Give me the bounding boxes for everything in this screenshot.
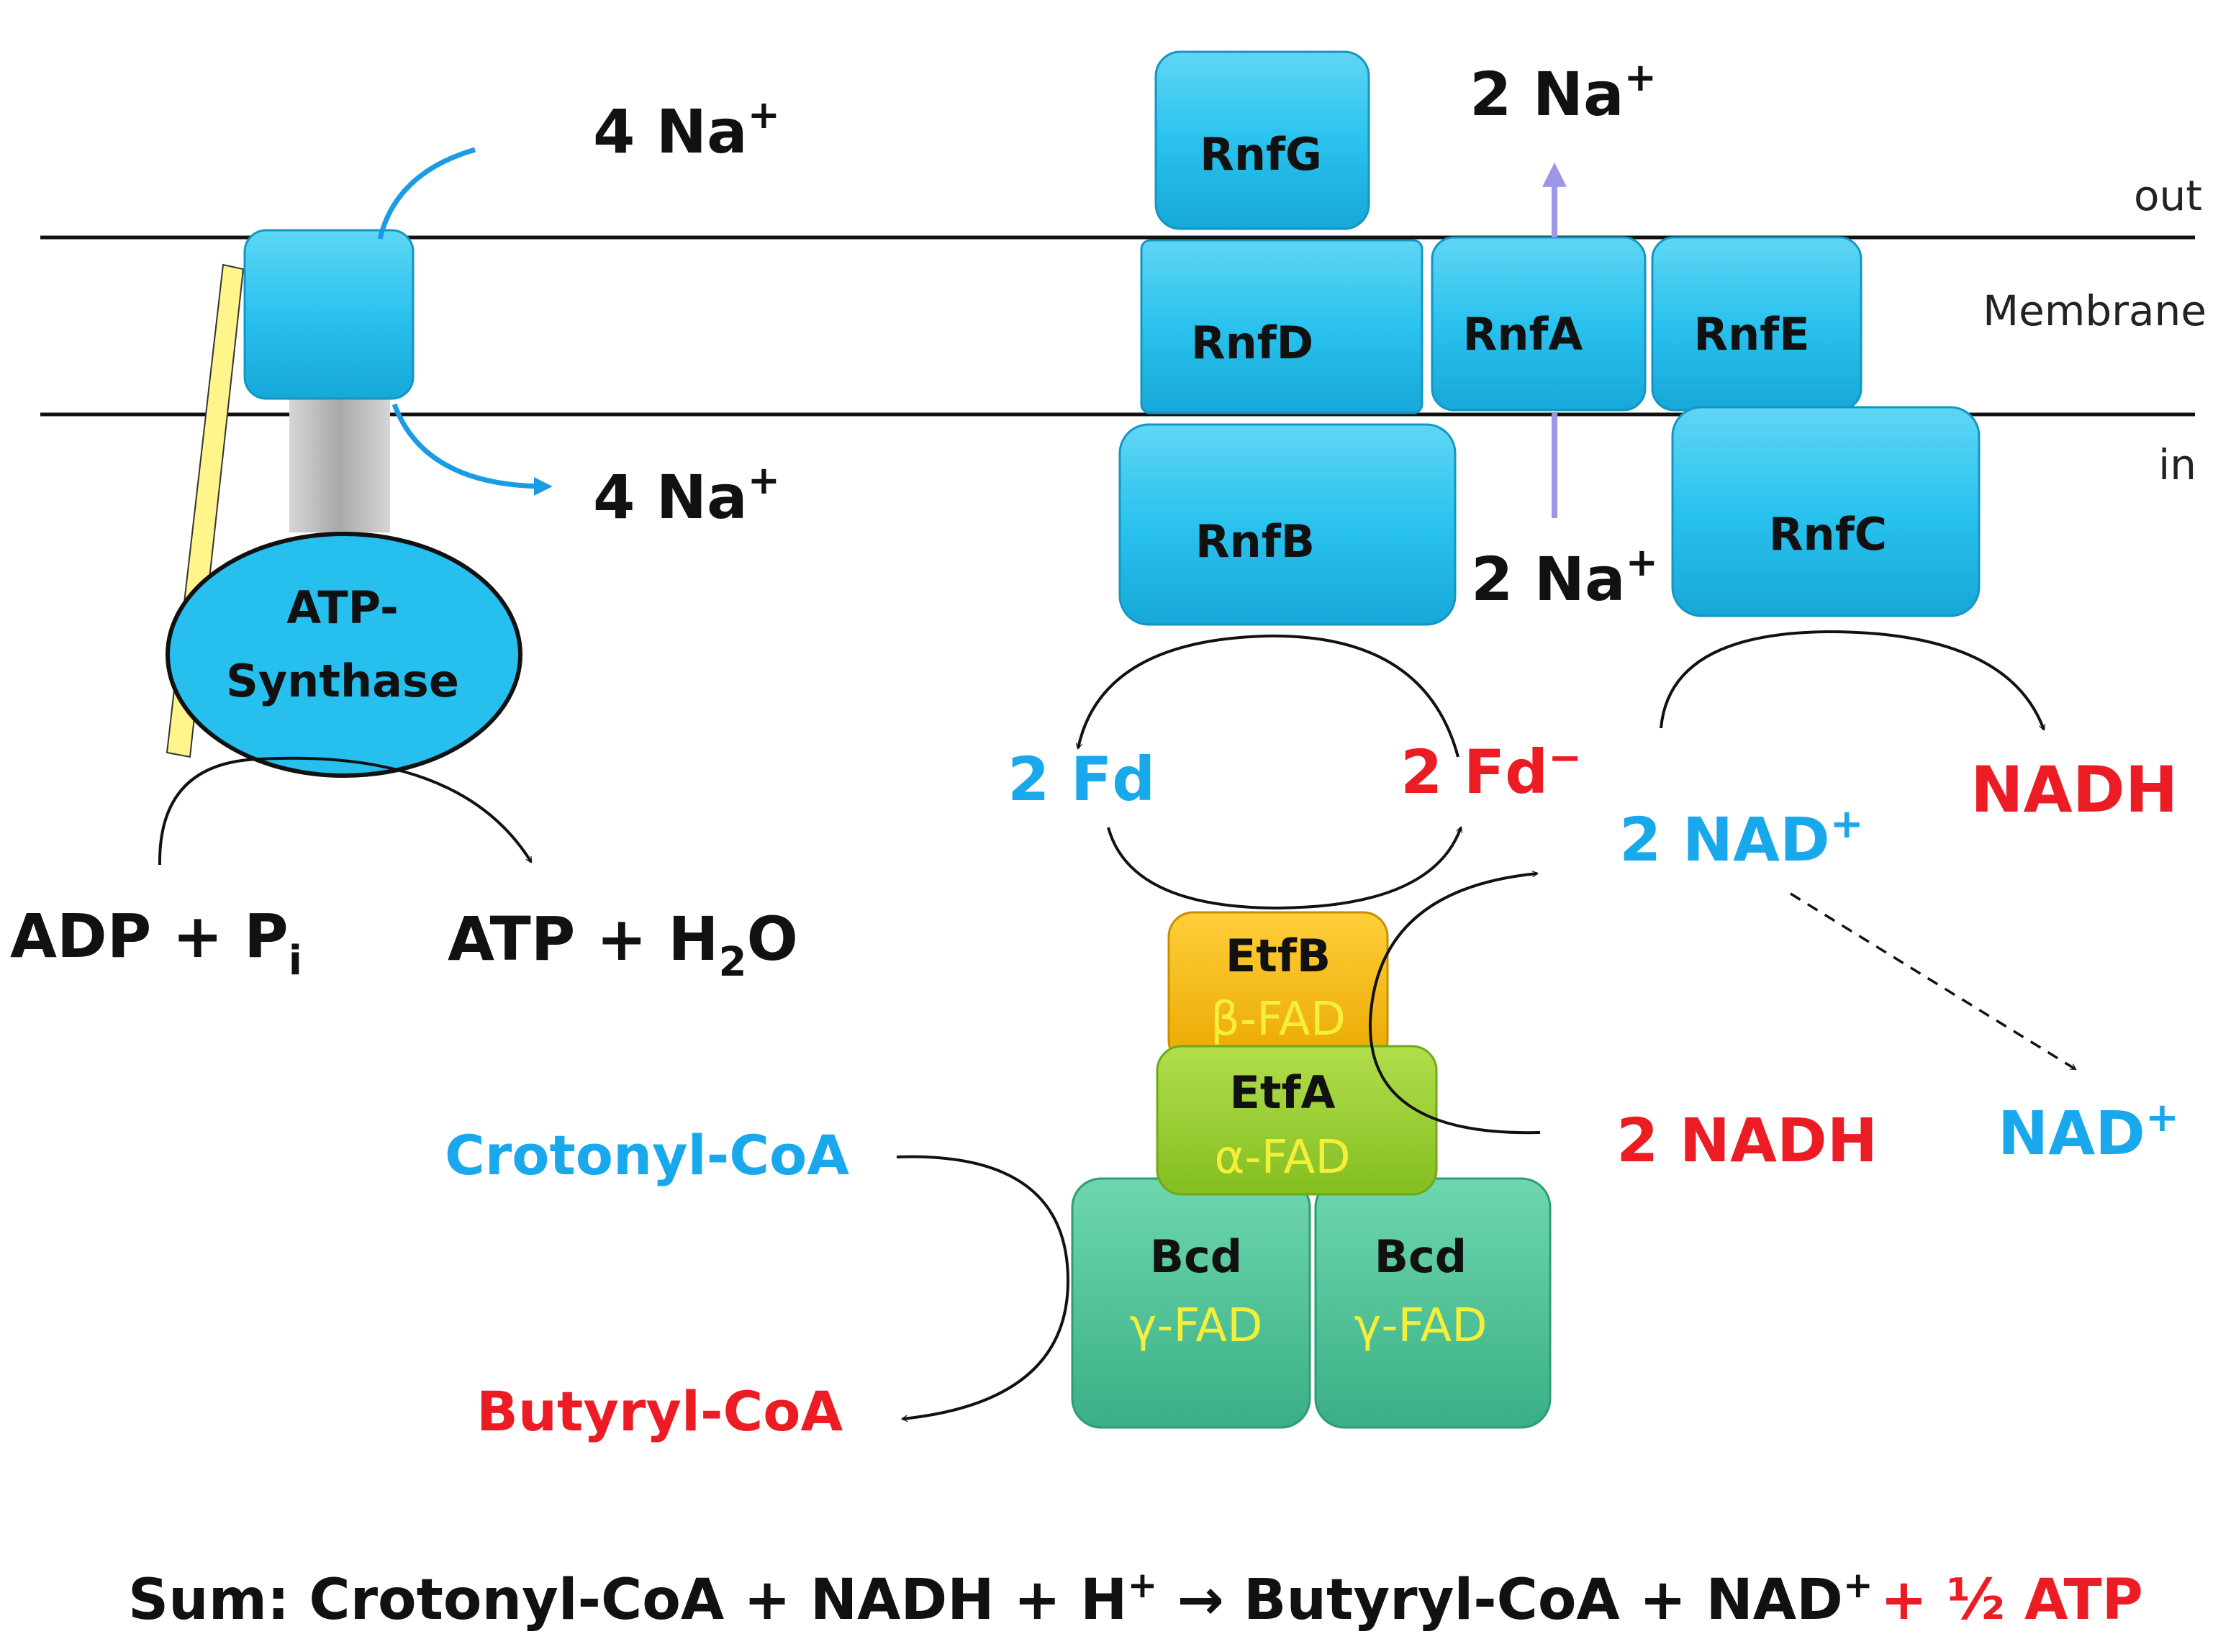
central-stalk [289, 389, 390, 532]
fd-reduced-label: 2 Fd− [1400, 735, 1582, 807]
etfb-label: EtfB [1226, 930, 1331, 982]
nadh-bifurcation-arrow [1368, 873, 1541, 1135]
label-membrane: Membrane [1983, 286, 2206, 335]
etfb-cofactor: β-FAD [1210, 993, 1346, 1046]
rnfb-label: RnfB [1195, 515, 1315, 568]
na-label-atp-top: 4 Na+ [593, 92, 780, 167]
atp-synthase-label-line2: Synthase [226, 655, 459, 707]
rnfd-label: RnfD [1191, 317, 1313, 369]
na-label-rnf-out: 2 Na+ [1470, 55, 1657, 130]
nad-plus-label: NAD+ [1998, 1094, 2179, 1168]
butyryl-coa-label: Butyryl-CoA [476, 1379, 843, 1443]
bcd-left-label: Bcd [1150, 1230, 1242, 1283]
rnfc-subunit [1671, 406, 1981, 617]
rnf-complex: RnfG RnfD RnfA RnfE RnfB RnfC [1118, 50, 1981, 626]
nadh-2-label: 2 NADH [1616, 1105, 1878, 1176]
atp-synthase-label-line1: ATP- [286, 581, 399, 634]
rnfa-label: RnfA [1463, 308, 1583, 360]
adp-pi-label: ADP + Pi [10, 901, 302, 984]
etfa-cofactor: α-FAD [1214, 1131, 1350, 1184]
nadh-product-label: NADH [1970, 753, 2178, 827]
nadh-dashed-arrow [1790, 892, 2076, 1071]
na-in-curve-atp [377, 147, 476, 240]
rnfa-subunit [1431, 236, 1647, 412]
atp-synthase-complex: ATP- Synthase [166, 229, 522, 778]
rnfg-label: RnfG [1200, 128, 1322, 181]
rnfd-subunit [1140, 239, 1423, 414]
crotonyl-coa-label: Crotonyl-CoA [445, 1123, 849, 1187]
atp-synthase-rotor [243, 229, 415, 400]
fd-oxidation-arrow [1078, 634, 1459, 758]
summary-equation: Sum: Crotonyl-CoA + NADH + H+ → Butyryl-… [128, 1564, 2143, 1633]
na-label-rnf-in: 2 Na+ [1471, 540, 1658, 614]
rnfg-subunit [1154, 50, 1370, 230]
etfa-label: EtfA [1230, 1066, 1336, 1119]
na-label-atp-bottom: 4 Na+ [593, 458, 780, 532]
fd-reduction-arrow [1107, 827, 1461, 910]
adp-to-atp-arrow [158, 756, 533, 866]
nad-reduction-arrow [1660, 630, 2044, 730]
bcd-left-cofactor: γ-FAD [1130, 1299, 1263, 1353]
atp-h2o-label: ATP + H2O [448, 904, 798, 986]
rnfe-label: RnfE [1693, 308, 1809, 360]
etf-bcd-complex: Bcd γ-FAD Bcd γ-FAD EtfB β-FAD EtfA α-FA… [1071, 911, 1552, 1429]
rnfc-label: RnfC [1769, 508, 1887, 560]
label-in: in [2158, 440, 2196, 489]
fd-oxidized-label: 2 Fd [1008, 744, 1155, 814]
bcd-right-cofactor: γ-FAD [1354, 1299, 1488, 1353]
na-out-curve-atp [391, 403, 553, 496]
label-out: out [2134, 171, 2202, 220]
rnfb-subunit [1118, 423, 1457, 626]
nad-plus-2-label: 2 NAD+ [1619, 801, 1864, 875]
crotonyl-to-butyryl-arrow [896, 1155, 1070, 1419]
bcd-right-label: Bcd [1375, 1230, 1467, 1283]
atp-synthase-head [166, 532, 522, 778]
